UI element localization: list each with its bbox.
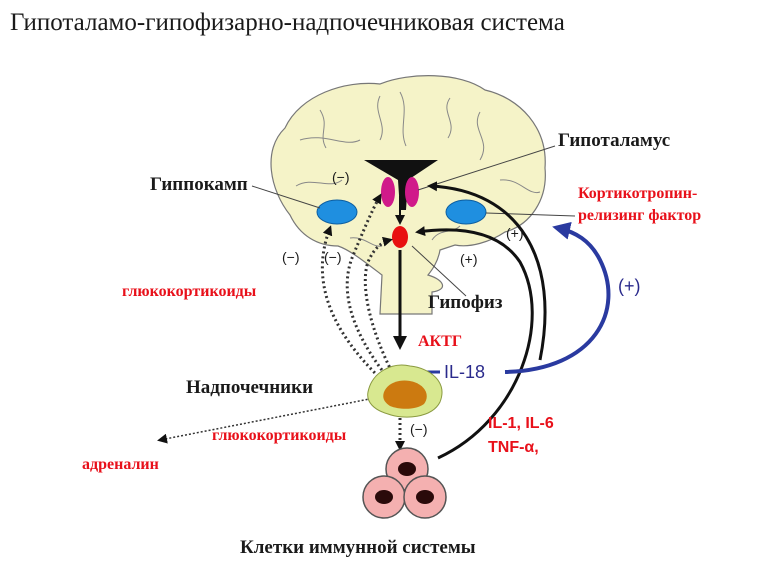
label-adrenals: Надпочечники xyxy=(186,377,313,398)
sign-minus-left-1: (−) xyxy=(282,249,300,265)
adrenal-gland-inner xyxy=(383,380,427,409)
label-crf-line2: релизинг фактор xyxy=(578,207,701,224)
label-hypothalamus: Гипоталамус xyxy=(558,130,670,151)
label-cytokines-line1: IL-1, IL-6 xyxy=(488,415,554,432)
immune-cells-cluster xyxy=(362,447,447,519)
sign-minus-left-2: (−) xyxy=(324,249,342,265)
immune-cell-nucleus xyxy=(375,490,393,504)
label-acth: АКТГ xyxy=(418,333,462,350)
immune-cell-nucleus xyxy=(416,490,434,504)
label-cytokines-line2: TNF-α, xyxy=(488,439,539,456)
label-crf-line1: Кортикотропин- xyxy=(578,185,697,202)
hippocampus-right xyxy=(445,199,487,225)
hippocampus-left xyxy=(316,199,358,225)
label-hippocampus: Гиппокамп xyxy=(150,174,248,195)
sign-minus-hippocampus: (−) xyxy=(332,169,350,185)
cytokine-to-hypothalamus xyxy=(427,181,547,361)
sign-plus-lower: (+) xyxy=(460,251,478,267)
label-glucocorticoids-upper: глюкокортикоиды xyxy=(122,283,257,300)
gc-feedback-pituitary xyxy=(363,236,396,377)
hypothalamus-nucleus-left xyxy=(381,177,395,207)
label-adrenaline: адреналин xyxy=(82,456,159,473)
label-glucocorticoids-lower: глюкокортикоиды xyxy=(212,427,347,444)
pituitary-gland xyxy=(392,226,408,248)
sign-minus-bottom: (−) xyxy=(410,421,428,437)
label-pituitary: Гипофиз xyxy=(428,292,503,313)
gc-feedback-hypothalamus xyxy=(345,193,390,379)
label-immune-cells: Клетки иммунной системы xyxy=(240,537,476,558)
diagram-title: Гипоталамо-гипофизарно-надпочечниковая с… xyxy=(10,9,565,36)
il18-blue-arrow xyxy=(504,221,611,374)
label-il18: IL-18 xyxy=(444,362,485,382)
immune-cell-nucleus xyxy=(398,462,416,476)
hypothalamus-nucleus-right xyxy=(405,177,419,207)
sign-plus-blue: (+) xyxy=(618,276,641,296)
hypothalamus-wedge xyxy=(364,160,438,210)
cytokine-to-pituitary xyxy=(415,226,534,460)
sign-plus-upper: (+) xyxy=(506,225,524,241)
